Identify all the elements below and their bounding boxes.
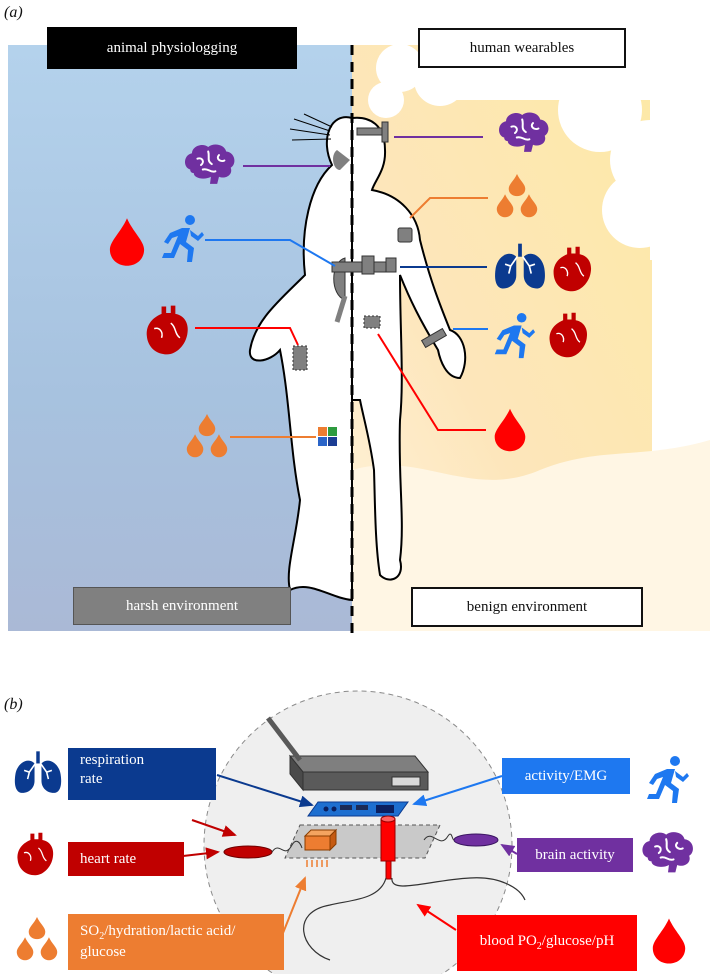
brain-activity-label: brain activity xyxy=(517,838,633,872)
human-body xyxy=(351,116,467,581)
blood-rest: /glucose/pH xyxy=(541,933,615,950)
so2-main: SO xyxy=(80,922,100,939)
optical-sensor-chip xyxy=(303,828,338,867)
brain-electrode xyxy=(453,833,499,847)
activity-emg-label: activity/EMG xyxy=(502,758,630,794)
wrist-band xyxy=(420,327,448,349)
seal-head-tag xyxy=(333,150,350,170)
animal-physiologging-header: animal physiologging xyxy=(47,27,297,69)
logger-base-unit xyxy=(266,716,430,792)
panel-b-label: (b) xyxy=(4,696,23,713)
heart-rate-label: heart rate xyxy=(68,842,184,876)
sweat-drops-icon xyxy=(16,917,58,961)
so2-rest: /hydration/lactic acid/ glucose xyxy=(80,922,236,961)
seal-ecg-logger xyxy=(292,345,308,371)
heart-electrode xyxy=(223,845,273,859)
circuit-board xyxy=(307,801,409,817)
human-wearables-header: human wearables xyxy=(418,28,626,68)
runner-icon xyxy=(647,756,689,803)
so2-label: SO2/hydration/lactic acid/ glucose xyxy=(68,914,284,970)
blood-sub: 2 xyxy=(536,941,542,953)
panel-a-label: (a) xyxy=(4,4,23,21)
whiskers xyxy=(289,113,333,141)
hill xyxy=(352,440,710,631)
so2-sub: 2 xyxy=(99,930,105,942)
shoulder-sensor xyxy=(397,227,413,243)
benign-environment-label: benign environment xyxy=(411,587,643,627)
brain-icon xyxy=(641,831,694,874)
blood-main: blood PO xyxy=(479,933,537,950)
blood-text: blood PO2/glucose/pH xyxy=(480,932,615,954)
multi-sensor-patch xyxy=(318,427,337,446)
so2-text: SO2/hydration/lactic acid/ glucose xyxy=(80,922,272,962)
heart-icon xyxy=(16,832,54,876)
respiration-rate-label: respiration rate xyxy=(68,748,216,800)
harsh-environment-label: harsh environment xyxy=(73,587,291,625)
lungs-icon xyxy=(13,750,63,794)
blood-drop-icon xyxy=(652,918,686,964)
blood-label: blood PO2/glucose/pH xyxy=(457,915,637,971)
skin-patch xyxy=(363,315,381,329)
respiration-rate-text: respiration rate xyxy=(80,752,145,787)
blood-probe xyxy=(303,815,526,961)
